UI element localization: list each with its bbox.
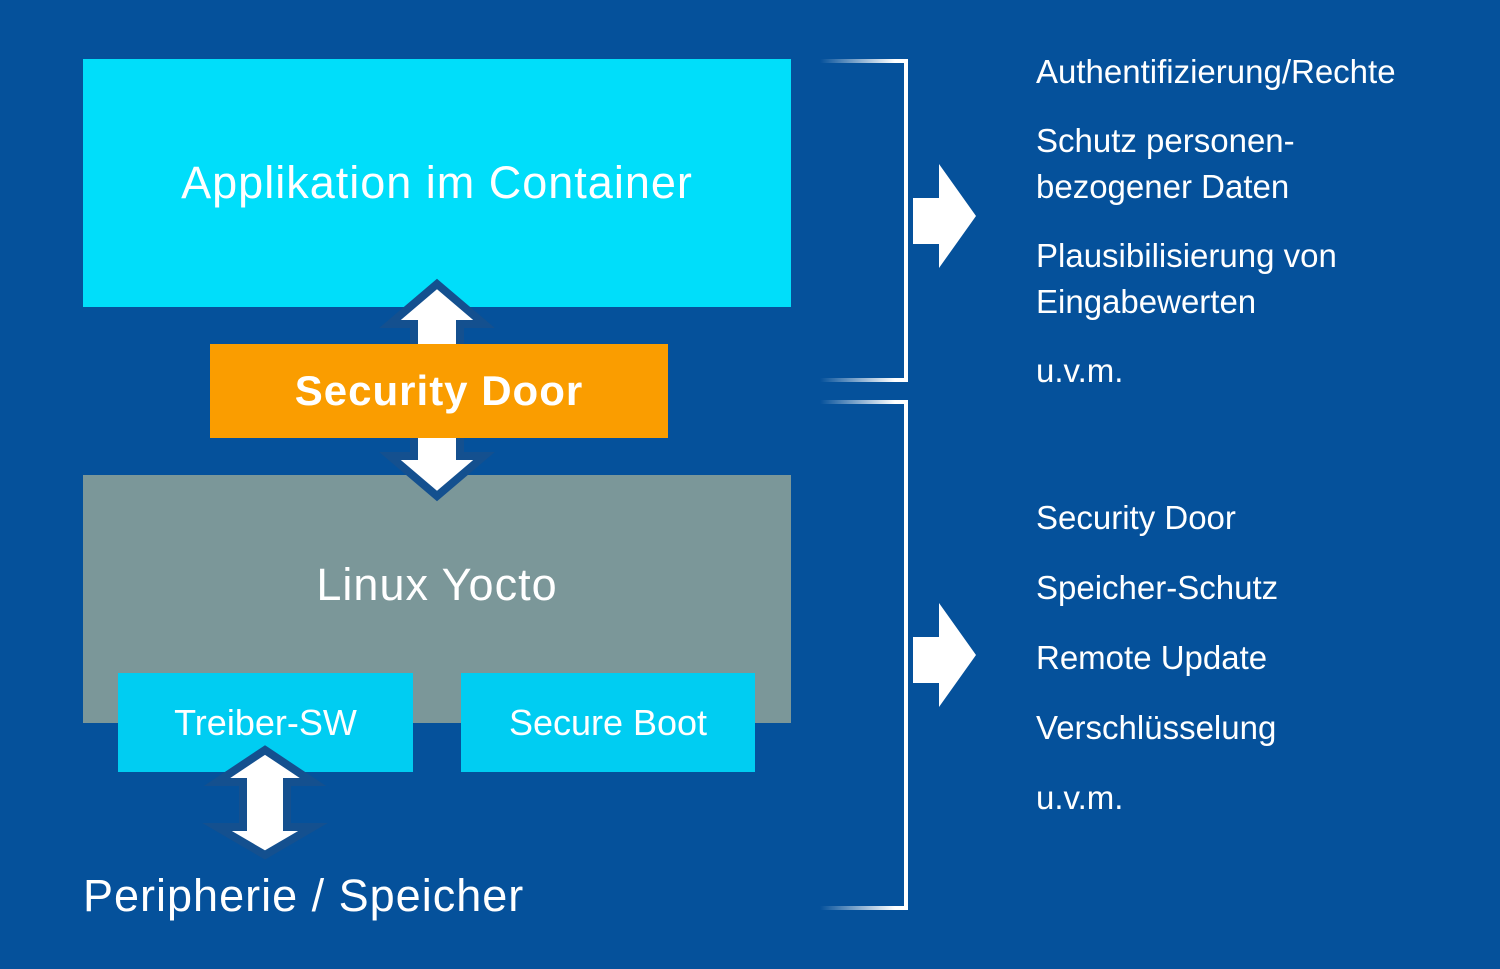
secure-boot-box: Secure Boot [461,673,755,772]
annotation-list-top: Authentifizierung/Rechte Schutz personen… [1036,49,1466,417]
annotation-item: u.v.m. [1036,779,1124,816]
annotation-item: Schutz personen- bezogener Daten [1036,122,1295,205]
right-arrow-top-icon [913,164,976,268]
annotation-item: u.v.m. [1036,352,1124,389]
annotation-list-bottom: Security Door Speicher-Schutz Remote Upd… [1036,495,1466,845]
application-container-box: Applikation im Container [83,59,791,307]
peripherie-speicher-label: Peripherie / Speicher [83,870,525,921]
annotation-item: Remote Update [1036,639,1268,676]
security-door-box: Security Door [210,344,668,438]
linux-yocto-label: Linux Yocto [316,559,558,610]
treiber-sw-label: Treiber-SW [174,701,357,743]
bracket-bottom-vertical-line [904,400,908,910]
annotation-item: Authentifizierung/Rechte [1036,53,1396,90]
security-door-label: Security Door [294,367,584,414]
right-arrow-bottom-icon [913,603,976,707]
bracket-bottom-upper-tick [820,400,908,404]
annotation-item: Speicher-Schutz [1036,569,1279,606]
annotation-item: Plausibilisierung von Eingabewerten [1036,237,1337,320]
treiber-sw-box: Treiber-SW [118,673,413,772]
bracket-bottom-lower-tick [820,906,908,910]
secure-boot-label: Secure Boot [508,701,708,743]
application-container-label: Applikation im Container [181,157,693,208]
annotation-item: Verschlüsselung [1036,709,1277,746]
bracket-top-lower-tick [820,378,908,382]
bracket-top-upper-tick [820,59,908,63]
annotation-item: Security Door [1036,499,1236,536]
bracket-top-vertical-line [904,59,908,382]
